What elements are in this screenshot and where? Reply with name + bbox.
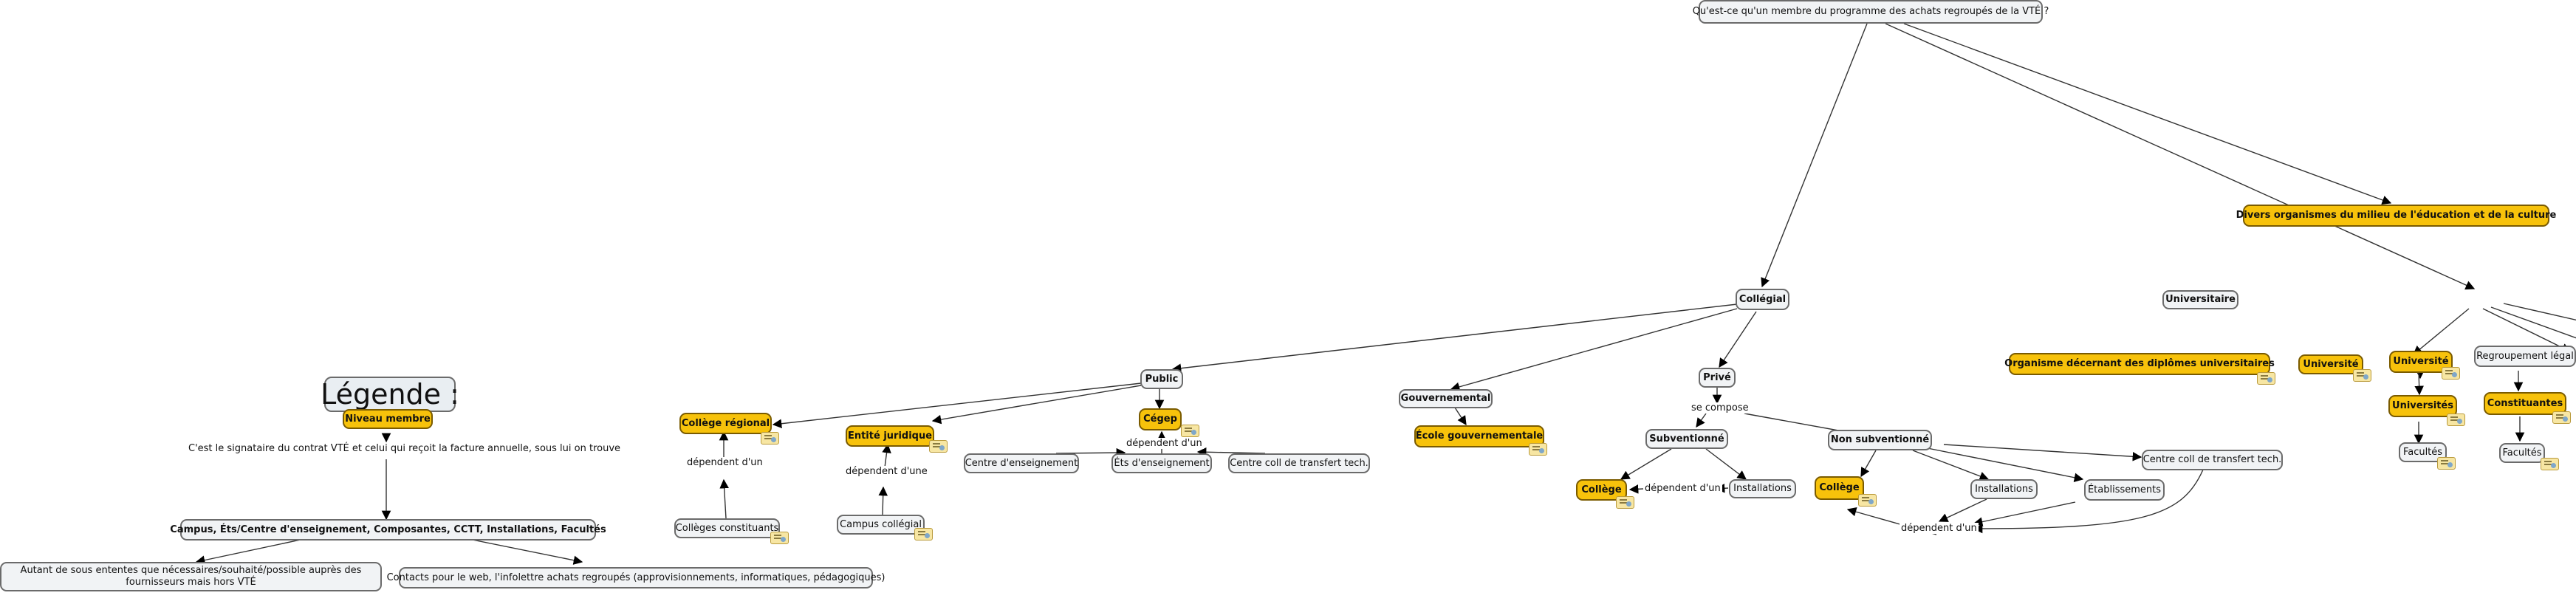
universite-note-icon[interactable]: [2353, 369, 2371, 382]
facultes-universites-note-icon[interactable]: [2437, 457, 2456, 470]
centre-coll-transfert-node[interactable]: Centre coll de transfert tech.: [1228, 453, 1370, 473]
college-regional-note-icon[interactable]: [761, 432, 779, 445]
colleges-constituants-note-icon[interactable]: [770, 532, 789, 544]
legend-description: C'est le signataire du contrat VTÉ et ce…: [187, 443, 623, 454]
universites-node[interactable]: Universités: [2388, 395, 2457, 417]
college-subventionne-note-icon[interactable]: [1616, 496, 1634, 509]
edge-label-college-regional: dépendent d'un: [685, 457, 764, 468]
installations-subventionne-node[interactable]: Installations: [1729, 479, 1796, 498]
collegial-node[interactable]: Collégial: [1736, 289, 1789, 310]
legend-sous-ententes-node: Autant de sous ententes que nécessaires/…: [0, 562, 382, 591]
colleges-constituants-node[interactable]: Collèges constituants: [674, 518, 780, 538]
universite-node[interactable]: Université: [2298, 354, 2363, 374]
cegep-note-icon[interactable]: [1181, 425, 1199, 437]
organisme-diplomes-node[interactable]: Organisme décernant des diplômes univers…: [2004, 353, 2275, 375]
ecole-gouvernementale-node[interactable]: École gouvernementale: [1414, 425, 1544, 447]
edge-label-non-subventionne: dépendent d'un: [1900, 523, 1979, 534]
edge-label-subventionne: dépendent d'un: [1643, 483, 1722, 494]
root-question-node[interactable]: Qu'est-ce qu'un membre du programme des …: [1693, 0, 2049, 24]
cegep-node[interactable]: Cégep: [1139, 408, 1182, 430]
edge-label-se-compose: se compose: [1690, 402, 1750, 413]
divers-organismes-node[interactable]: Divers organismes du milieu de l'éducati…: [2236, 205, 2556, 227]
legend-campus-node: Campus, Éts/Centre d'enseignement, Compo…: [170, 519, 606, 540]
college-non-subventionne-note-icon[interactable]: [1858, 494, 1877, 507]
public-node[interactable]: Public: [1140, 369, 1183, 389]
entite-juridique-node[interactable]: Entité juridique: [846, 425, 934, 447]
universites-note-icon[interactable]: [2447, 413, 2465, 426]
facultes-constituantes-note-icon[interactable]: [2541, 458, 2559, 470]
entite-juridique-note-icon[interactable]: [929, 440, 948, 453]
campus-collegial-node[interactable]: Campus collégial: [837, 515, 925, 535]
edge-label-cegep: dépendent d'un: [1125, 438, 1204, 449]
installations-non-subventionne-node[interactable]: Installations: [1970, 479, 2038, 499]
ecole-gouvernementale-note-icon[interactable]: [1529, 443, 1547, 456]
subventionne-node[interactable]: Subventionné: [1645, 429, 1728, 449]
campus-collegial-note-icon[interactable]: [914, 528, 933, 540]
regroupement-legal-node[interactable]: Regroupement légal: [2474, 346, 2576, 367]
etablissements-node[interactable]: Établissements: [2084, 479, 2165, 501]
centre-coll-transfert-prive-node[interactable]: Centre coll de transfert tech.: [2142, 450, 2283, 470]
legend-title: Légende :: [321, 377, 459, 412]
facultes-constituantes-node[interactable]: Facultés: [2499, 443, 2545, 463]
non-subventionne-node[interactable]: Non subventionné: [1828, 430, 1932, 450]
universitaire-node[interactable]: Universitaire: [2162, 290, 2238, 309]
centre-enseignement-node[interactable]: Centre d'enseignement: [964, 453, 1079, 473]
prive-node[interactable]: Privé: [1699, 368, 1736, 388]
legend-member-level-node: Niveau membre: [343, 409, 433, 429]
legend-contacts-node: Contacts pour le web, l'infolettre achat…: [387, 567, 885, 588]
college-regional-node[interactable]: Collège régional: [679, 413, 772, 434]
universite-regroupement-note-icon[interactable]: [2442, 367, 2460, 380]
ets-enseignement-node[interactable]: Éts d'enseignement: [1111, 453, 1212, 473]
organisme-diplomes-note-icon[interactable]: [2257, 372, 2275, 385]
gouvernemental-node[interactable]: Gouvernemental: [1399, 389, 1493, 408]
edge-label-entite-juridique: dépendent d'une: [844, 466, 929, 477]
constituantes-note-icon[interactable]: [2552, 411, 2571, 424]
constituantes-node[interactable]: Constituantes: [2484, 392, 2566, 415]
college-non-subventionne-node[interactable]: Collège: [1815, 476, 1864, 500]
